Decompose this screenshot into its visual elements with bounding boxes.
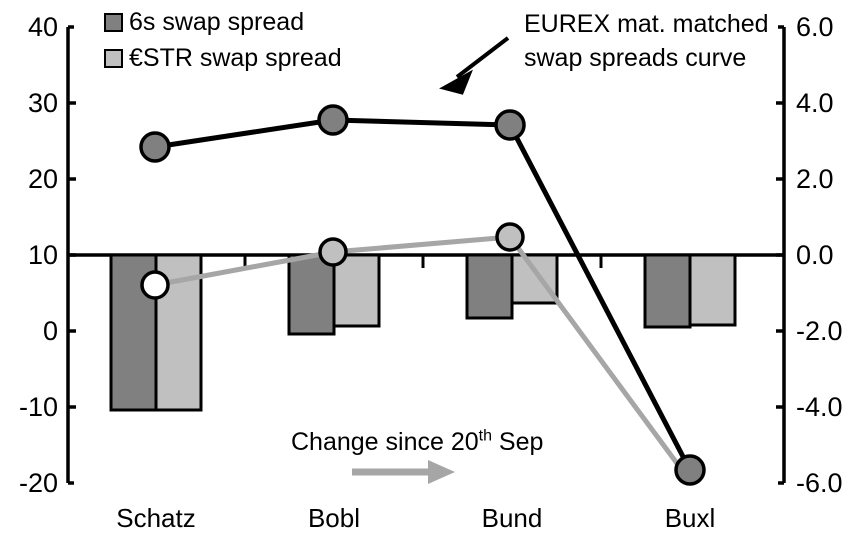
- line-change-since: [154, 234, 693, 483]
- marker-eurex-bobl: [317, 104, 349, 136]
- category-label-bund: Bund: [481, 503, 543, 533]
- marker-change-bobl: [318, 237, 348, 267]
- category-label-bobl: Bobl: [307, 503, 361, 533]
- callout-arrow-icon: [439, 36, 510, 95]
- marker-change-bund: [495, 222, 525, 252]
- marker-eurex-buxl: [674, 454, 706, 486]
- annotation-change-since: Change since 20th Sep: [291, 427, 544, 456]
- right-axis-tick-4: 4.0: [796, 88, 834, 118]
- right-axis-tick-2: 2.0: [796, 164, 834, 194]
- marker-eurex-bund: [494, 109, 526, 141]
- left-axis-tick-minus10: -10: [18, 392, 58, 422]
- right-axis-tick-minus2: -2.0: [796, 316, 843, 346]
- annotation-change-suffix: Sep: [491, 428, 544, 456]
- change-direction-arrow-icon: [352, 460, 455, 484]
- bar-estr-bobl: [332, 253, 381, 328]
- annotation-change-superscript: th: [478, 427, 492, 445]
- bar-estr-buxl: [688, 253, 737, 327]
- left-axis-tick-0: 0: [42, 316, 58, 346]
- legend-swatch-6s-icon: [104, 13, 123, 32]
- legend-label-6s: 6s swap spread: [129, 8, 305, 36]
- legend-item-estr-swap-spread[interactable]: €STR swap spread: [104, 46, 342, 71]
- left-axis-tick-10: 10: [27, 240, 58, 270]
- right-axis-tick-0: 0.0: [796, 240, 834, 270]
- legend-item-6s-swap-spread[interactable]: 6s swap spread: [104, 10, 304, 35]
- legend-label-estr: €STR swap spread: [129, 44, 342, 72]
- legend-swatch-estr-icon: [104, 49, 123, 68]
- bar-group-bobl: [287, 253, 381, 336]
- right-axis-tick-minus6: -6.0: [796, 468, 843, 498]
- left-axis-tick-40: 40: [27, 12, 58, 42]
- category-label-buxl: Buxl: [664, 503, 716, 533]
- left-axis-tick-minus20: -20: [18, 468, 58, 498]
- annotation-change-prefix: Change since 20: [291, 428, 479, 456]
- bar-estr-bund: [510, 253, 559, 305]
- bar-6s-bobl: [287, 253, 336, 336]
- left-axis-tick-30: 30: [27, 88, 58, 118]
- bar-group-bund: [465, 253, 559, 320]
- right-axis-tick-minus4: -4.0: [796, 392, 843, 422]
- markers-eurex-curve: [139, 104, 706, 486]
- markers-change-since: [140, 222, 525, 300]
- bar-6s-buxl: [643, 253, 692, 329]
- right-axis-tick-6: 6.0: [796, 12, 834, 42]
- annotation-callout-line2: swap spreads curve: [524, 44, 747, 72]
- annotation-callout-line1: EUREX mat. matched: [524, 10, 769, 38]
- category-label-schatz: Schatz: [116, 503, 196, 533]
- bar-group-buxl: [643, 253, 737, 329]
- marker-change-schatz: [140, 270, 170, 300]
- line-eurex-curve: [154, 117, 693, 472]
- marker-eurex-schatz: [139, 131, 171, 163]
- left-axis-tick-20: 20: [27, 164, 58, 194]
- bar-6s-bund: [465, 253, 514, 320]
